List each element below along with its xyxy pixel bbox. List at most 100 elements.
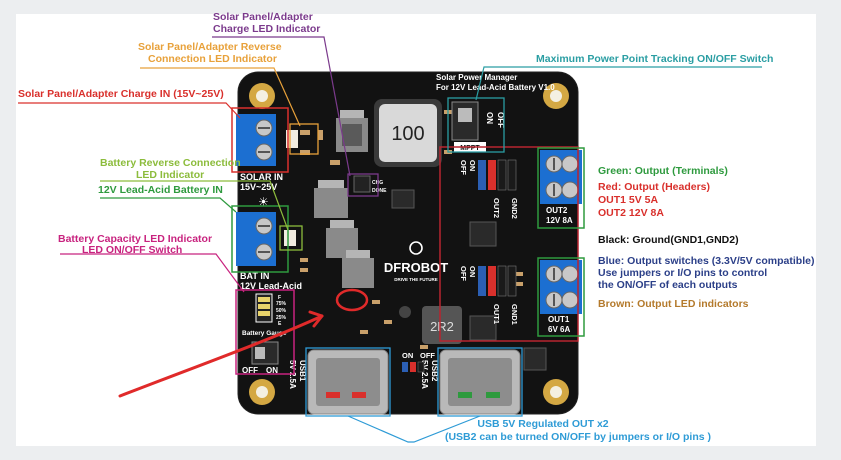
battery-gauge-label: Battery Gauge bbox=[242, 330, 287, 337]
usb-on-label: ON bbox=[402, 351, 413, 360]
solar-in-voltage: 15V~25V bbox=[240, 182, 277, 192]
bat-in-label: BAT IN bbox=[240, 271, 269, 281]
charge-led-box bbox=[347, 173, 379, 197]
mosfet-lower2 bbox=[342, 250, 374, 288]
usb2-port[interactable] bbox=[439, 349, 521, 415]
anno-blue-2: Use jumpers or I/O pins to control bbox=[598, 267, 767, 279]
anno-mppt: Maximum Power Point Tracking ON/OFF Swit… bbox=[536, 53, 773, 65]
anno-black: Black: Ground(GND1,GND2) bbox=[598, 234, 739, 246]
out2-green-box bbox=[537, 147, 585, 229]
out1-terminal[interactable] bbox=[540, 260, 582, 314]
solar-in-label: SOLAR IN bbox=[240, 172, 283, 182]
anno-blue-3: the ON/OFF of each outputs bbox=[598, 279, 738, 291]
inductor-label: 100 bbox=[391, 123, 424, 145]
out2-terminal[interactable] bbox=[540, 150, 582, 204]
out1-vert-label: OUT1 bbox=[492, 304, 501, 324]
mppt-label: MPPT bbox=[460, 145, 480, 152]
battery-reverse-led bbox=[284, 230, 296, 246]
leader-reverse-led bbox=[140, 67, 301, 127]
dfrobot-logo: DFROBOT DRIVE THE FUTURE bbox=[384, 241, 448, 282]
anno-brown: Brown: Output LED indicators bbox=[598, 298, 749, 310]
anno-reverse-led-1: Solar Panel/Adapter Reverse bbox=[138, 41, 282, 53]
out1-switch-on: ON bbox=[468, 266, 477, 277]
charge-led-module bbox=[353, 175, 371, 193]
ic-chip-1 bbox=[391, 189, 415, 209]
highlight-circle bbox=[335, 288, 369, 312]
anno-charge-led-1: Solar Panel/Adapter bbox=[213, 11, 313, 23]
mounting-hole-br bbox=[543, 379, 569, 405]
gauge-off-label: OFF bbox=[242, 366, 258, 375]
leader-capacity bbox=[60, 253, 245, 293]
logo-text: DFROBOT bbox=[384, 260, 448, 275]
board-title-line2: For 12V Lead-Acid Battery V1.0 bbox=[436, 83, 555, 92]
solar-reverse-led bbox=[286, 130, 298, 148]
ic-chip-3 bbox=[469, 315, 497, 341]
gnd2-label: GND2 bbox=[510, 198, 519, 219]
inductor-100: 100 bbox=[374, 99, 442, 167]
out2-switch-on: ON bbox=[468, 160, 477, 171]
sun-icon: ☀ bbox=[258, 195, 269, 209]
out1-rating: 6V 6A bbox=[548, 325, 570, 334]
usb1-label: USB1 bbox=[298, 360, 307, 382]
anno-out2-spec: OUT2 12V 8A bbox=[598, 207, 664, 219]
output-group-box bbox=[439, 146, 579, 342]
bat-in-type: 12V Lead-Acid bbox=[240, 281, 302, 291]
anno-usb-1: USB 5V Regulated OUT x2 bbox=[477, 418, 608, 430]
ic-chip-2 bbox=[469, 221, 497, 247]
leader-charge-led bbox=[212, 36, 351, 177]
logo-subtitle: DRIVE THE FUTURE bbox=[394, 277, 438, 282]
gauge-e: E bbox=[278, 321, 282, 327]
leader-bat-reverse bbox=[100, 180, 289, 231]
out1-green-box bbox=[537, 257, 585, 337]
battery-gauge: F 75% 50% 25% E Battery Gauge bbox=[242, 293, 287, 337]
gauge-switch[interactable] bbox=[251, 341, 279, 365]
solar-red-box bbox=[231, 107, 289, 173]
battery-in-terminal[interactable] bbox=[236, 212, 276, 266]
battery-green-box bbox=[231, 205, 289, 273]
usb1-port[interactable] bbox=[307, 349, 389, 415]
ic-chip-4 bbox=[523, 347, 547, 371]
mppt-off-label: OFF bbox=[496, 112, 505, 128]
mosfet-top bbox=[336, 110, 368, 152]
usb2-rating: 5V 2.5A bbox=[420, 360, 429, 389]
mppt-on-label: ON bbox=[485, 112, 494, 124]
inductor2-label: 2R2 bbox=[430, 319, 454, 334]
out2-vert-label: OUT2 bbox=[492, 198, 501, 218]
mosfet-mid bbox=[314, 180, 348, 218]
anno-red-header: Red: Output (Headers) bbox=[598, 181, 710, 193]
anno-green: Green: Output (Terminals) bbox=[598, 165, 728, 177]
inductor-2r2: 2R2 bbox=[422, 306, 462, 344]
out1-switch-off: OFF bbox=[459, 266, 468, 281]
leader-mppt bbox=[475, 66, 762, 101]
arrow-head bbox=[308, 310, 324, 328]
highlight-arrow bbox=[118, 314, 324, 398]
anno-bat-reverse-1: Battery Reverse Connection bbox=[100, 157, 241, 169]
out2-rating: 12V 8A bbox=[546, 216, 573, 225]
out2-headers[interactable] bbox=[478, 159, 517, 191]
usb-off-label: OFF bbox=[420, 351, 435, 360]
anno-bat-reverse-2: LED Indicator bbox=[136, 169, 204, 181]
usb2-switch-headers[interactable] bbox=[402, 361, 425, 373]
leader-bat-in bbox=[100, 197, 237, 213]
reverse-led-box bbox=[289, 123, 319, 155]
gauge-75: 75% bbox=[276, 301, 287, 307]
out2-label: OUT2 bbox=[546, 206, 568, 215]
gauge-f: F bbox=[278, 295, 281, 301]
board-title-line1: Solar Power Manager bbox=[436, 73, 517, 82]
anno-usb-2: (USB2 can be turned ON/OFF by jumpers or… bbox=[445, 431, 711, 443]
mounting-hole-tr bbox=[543, 83, 569, 109]
gauge-magenta-box bbox=[235, 289, 295, 375]
out1-headers[interactable] bbox=[478, 265, 517, 297]
mounting-hole-bl bbox=[249, 379, 275, 405]
gauge-on-label: ON bbox=[266, 366, 278, 375]
leader-usb bbox=[347, 415, 481, 443]
anno-capacity-2: LED ON/OFF Switch bbox=[82, 244, 182, 256]
solar-in-terminal[interactable] bbox=[236, 114, 276, 166]
anno-blue-1: Blue: Output switches (3.3V/5V compatibl… bbox=[598, 255, 814, 267]
out1-label: OUT1 bbox=[548, 315, 570, 324]
bat-reverse-led-box bbox=[279, 225, 303, 251]
anno-reverse-led-2: Connection LED Indicator bbox=[148, 53, 277, 65]
anno-charge-in: Solar Panel/Adapter Charge IN (15V~25V) bbox=[18, 88, 224, 100]
gnd1-label: GND1 bbox=[510, 304, 519, 325]
